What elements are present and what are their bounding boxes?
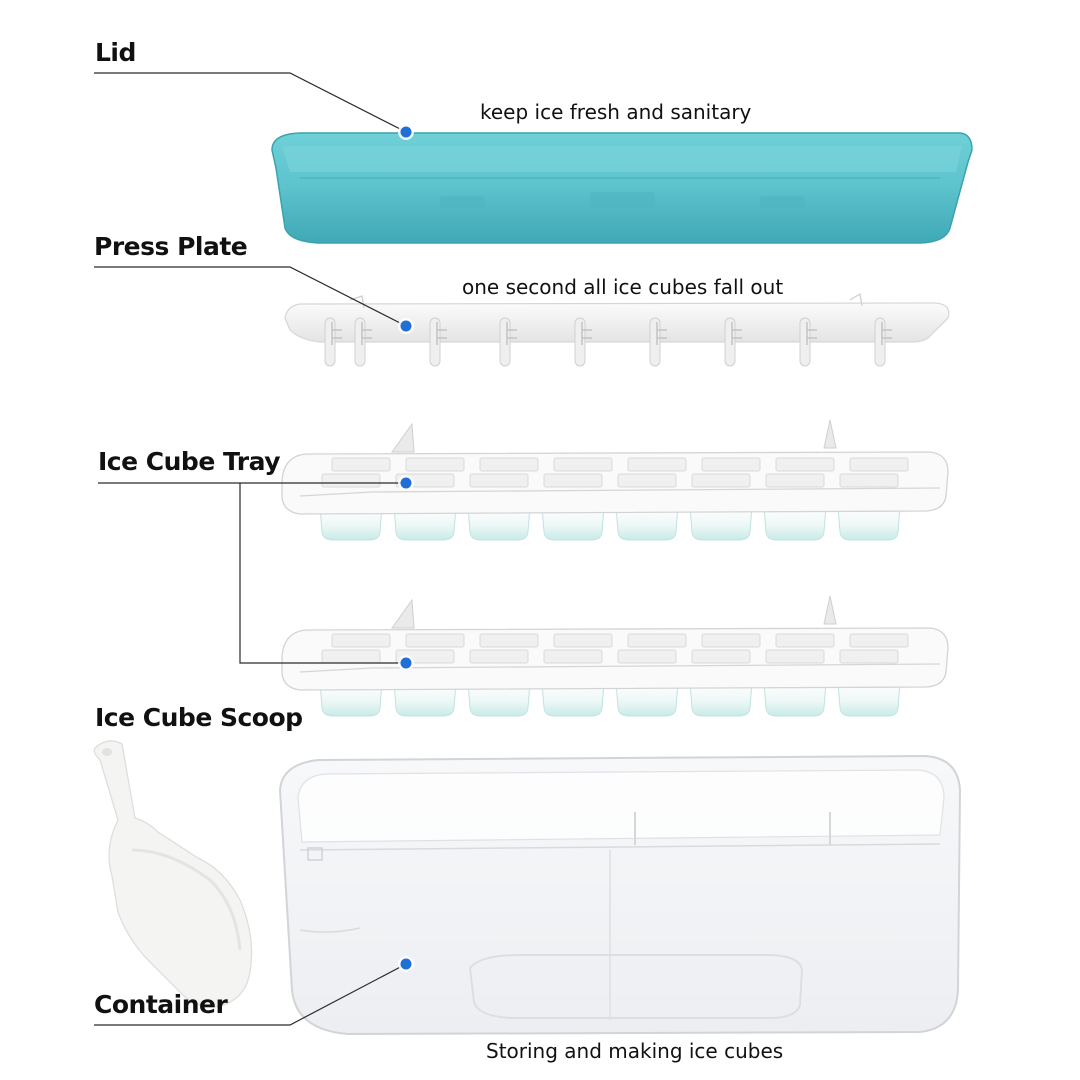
ice-cube-tray-lower bbox=[281, 595, 949, 717]
ice-cube-cell bbox=[541, 681, 605, 717]
lid-illustration bbox=[271, 132, 973, 244]
press-plate-prong bbox=[574, 317, 592, 367]
ice-cube-cell bbox=[319, 505, 383, 541]
press-plate-marker bbox=[400, 320, 412, 332]
press-plate-prong bbox=[874, 317, 892, 367]
tray-callout-line-side bbox=[239, 483, 406, 664]
ice-cube-cell bbox=[467, 681, 531, 717]
ice-cube-cell bbox=[837, 505, 901, 541]
press-plate-prong bbox=[724, 317, 742, 367]
ice-cube-cell bbox=[467, 505, 531, 541]
ice-cube-cell bbox=[393, 505, 457, 541]
label-press-plate: Press Plate bbox=[94, 232, 248, 261]
note-lid: keep ice fresh and sanitary bbox=[480, 100, 752, 124]
lid-marker bbox=[400, 126, 412, 138]
ice-scoop-illustration bbox=[93, 740, 253, 1008]
press-plate-prong bbox=[354, 317, 372, 367]
ice-cube-cell bbox=[319, 681, 383, 717]
ice-cube-cell bbox=[393, 681, 457, 717]
ice-cube-cell bbox=[615, 681, 679, 717]
note-press-plate: one second all ice cubes fall out bbox=[462, 275, 784, 299]
tray-upper-marker bbox=[400, 477, 412, 489]
ice-cube-cell bbox=[541, 505, 605, 541]
ice-cube-cell bbox=[615, 505, 679, 541]
ice-cube-cell bbox=[763, 505, 827, 541]
container-callout-line bbox=[94, 963, 407, 1026]
label-ice-cube-tray: Ice Cube Tray bbox=[98, 447, 281, 476]
label-lid: Lid bbox=[95, 38, 136, 67]
ice-cube-cell bbox=[689, 505, 753, 541]
press-plate-callout-line bbox=[94, 266, 407, 327]
lid-callout-line bbox=[94, 72, 407, 133]
callout-lines bbox=[94, 72, 407, 1026]
press-plate-prong bbox=[429, 317, 447, 367]
press-plate-prong bbox=[649, 317, 667, 367]
tray-lower-marker bbox=[400, 657, 412, 669]
label-ice-cube-scoop: Ice Cube Scoop bbox=[95, 703, 303, 732]
ice-cube-cell bbox=[689, 681, 753, 717]
note-container: Storing and making ice cubes bbox=[486, 1039, 784, 1063]
press-plate-prong bbox=[324, 317, 342, 367]
ice-cube-cell bbox=[763, 681, 827, 717]
callout-markers bbox=[398, 124, 414, 972]
ice-cube-tray-upper bbox=[281, 419, 949, 541]
label-container: Container bbox=[94, 990, 228, 1019]
container-illustration bbox=[278, 754, 962, 1036]
press-plate-illustration bbox=[284, 292, 950, 367]
container-marker bbox=[400, 958, 412, 970]
press-plate-prong bbox=[499, 317, 517, 367]
press-plate-prong bbox=[799, 317, 817, 367]
ice-cube-cell bbox=[837, 681, 901, 717]
